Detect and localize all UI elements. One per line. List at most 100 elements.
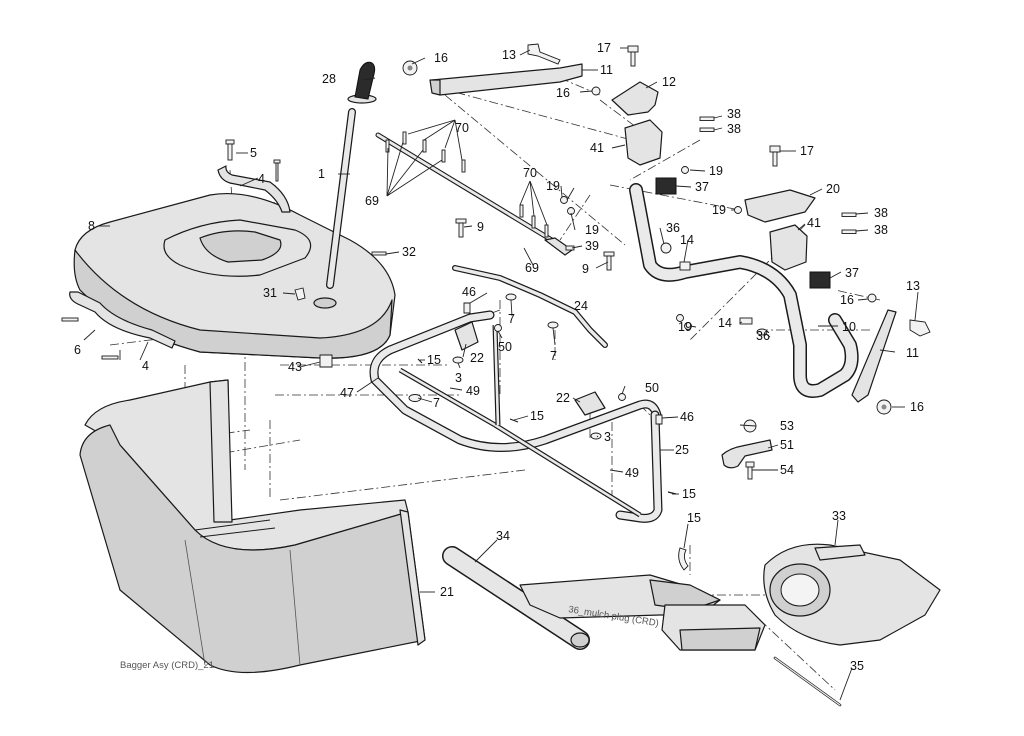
callout-49-lower: 49 (625, 466, 639, 480)
clamp-part-41-lower (769, 224, 808, 271)
callout-22-lower: 22 (556, 391, 570, 405)
tube-part-1 (326, 108, 356, 289)
clamp-part-41-upper (624, 119, 663, 166)
callout-47: 47 (340, 386, 354, 400)
callout-13-top: 13 (502, 48, 516, 62)
callout-69-right: 69 (525, 261, 539, 275)
callout-24: 24 (574, 299, 588, 313)
callout-12: 12 (662, 75, 676, 89)
callout-35: 35 (850, 659, 864, 673)
rod-part-24 (452, 265, 608, 348)
bracket-part-20 (744, 189, 816, 223)
callout-4-top: 4 (258, 172, 265, 186)
callout-16-right: 16 (840, 293, 854, 307)
diagram-caption: Bagger Asy (CRD)_21 (120, 660, 214, 671)
bag-part-21 (79, 379, 426, 674)
callout-16-mid: 16 (556, 86, 570, 100)
callout-36-lower: 36 (756, 329, 770, 343)
callout-14-upper: 14 (680, 233, 694, 247)
callout-37-lower: 37 (845, 266, 859, 280)
callout-8: 8 (88, 219, 95, 233)
callout-10: 10 (842, 320, 856, 334)
callout-43: 43 (288, 360, 302, 374)
handle-part-4-side (69, 291, 176, 349)
callout-9-left: 9 (477, 220, 484, 234)
callout-1: 1 (318, 167, 325, 181)
bracket-part-22-lower (574, 391, 606, 416)
bracket-part-51 (721, 439, 773, 469)
callout-3-upper: 3 (455, 371, 462, 385)
callout-46-upper: 46 (462, 285, 476, 299)
callout-50-upper: 50 (498, 340, 512, 354)
callout-4-side: 4 (142, 359, 149, 373)
callout-38-d: 38 (874, 223, 888, 237)
callout-46-lower: 46 (680, 410, 694, 424)
callout-leader-lines (83, 47, 919, 701)
callout-25: 25 (675, 443, 689, 457)
callout-37-upper: 37 (695, 180, 709, 194)
callout-15-c: 15 (682, 487, 696, 501)
callout-19-d: 19 (712, 203, 726, 217)
pad-part-37-upper (655, 177, 677, 195)
callout-41-upper: 41 (590, 141, 604, 155)
callout-70-left: 70 (455, 121, 469, 135)
callout-38-a: 38 (727, 107, 741, 121)
mount-tube-part-10 (629, 183, 859, 398)
callout-6: 6 (74, 343, 81, 357)
callout-36-upper: 36 (666, 221, 680, 235)
rod-part-69-70 (375, 131, 573, 256)
callout-69-left: 69 (365, 194, 379, 208)
callout-11-top: 11 (600, 63, 613, 77)
bracket-part-12 (611, 81, 659, 116)
callout-5: 5 (250, 146, 257, 160)
pad-part-37-lower (809, 271, 831, 289)
callout-54: 54 (780, 463, 794, 477)
callout-39: 39 (585, 239, 599, 253)
callout-31: 31 (263, 286, 277, 300)
frame-part-47 (369, 310, 663, 452)
callout-16-bottom: 16 (910, 400, 924, 414)
callout-22-upper: 22 (470, 351, 484, 365)
mulch-plug-assembly (519, 574, 766, 651)
callout-50-lower: 50 (645, 381, 659, 395)
callout-34: 34 (496, 529, 510, 543)
callout-33: 33 (832, 509, 846, 523)
callout-17-top: 17 (597, 41, 611, 55)
callout-38-c: 38 (874, 206, 888, 220)
callout-16-top: 16 (434, 51, 448, 65)
callout-53: 53 (780, 419, 794, 433)
cover-part-8 (73, 192, 396, 359)
callout-7-c: 7 (433, 396, 440, 410)
callout-51: 51 (780, 438, 794, 452)
callout-7-b: 7 (550, 349, 557, 363)
callout-9-right: 9 (582, 262, 589, 276)
bracket-part-11-right (851, 309, 897, 403)
hardware-fasteners (61, 43, 931, 571)
callout-11-right: 11 (906, 346, 919, 360)
callout-32: 32 (402, 245, 416, 259)
callout-7-a: 7 (508, 312, 515, 326)
bracket-part-22-upper (454, 321, 479, 351)
pin-part-35 (773, 656, 842, 707)
callout-38-b: 38 (727, 122, 741, 136)
callout-19-e: 19 (678, 320, 692, 334)
tube-part-34 (442, 546, 590, 650)
callout-17-right: 17 (800, 144, 814, 158)
callout-15-d: 15 (687, 511, 701, 525)
handle-part-4-top (217, 165, 291, 213)
callout-3-lower: 3 (604, 430, 611, 444)
deflector-part-33 (763, 543, 941, 646)
callout-19-a: 19 (709, 164, 723, 178)
grip-part-28 (347, 61, 377, 104)
callout-15-a: 15 (427, 353, 441, 367)
callout-28: 28 (322, 72, 336, 86)
callout-21: 21 (440, 585, 454, 599)
callout-20: 20 (826, 182, 840, 196)
callout-41-lower: 41 (807, 216, 821, 230)
callout-15-b: 15 (530, 409, 544, 423)
callout-13-right: 13 (906, 279, 920, 293)
callout-70-right: 70 (523, 166, 537, 180)
callout-14-lower: 14 (718, 316, 732, 330)
frame-part-25 (615, 410, 663, 523)
